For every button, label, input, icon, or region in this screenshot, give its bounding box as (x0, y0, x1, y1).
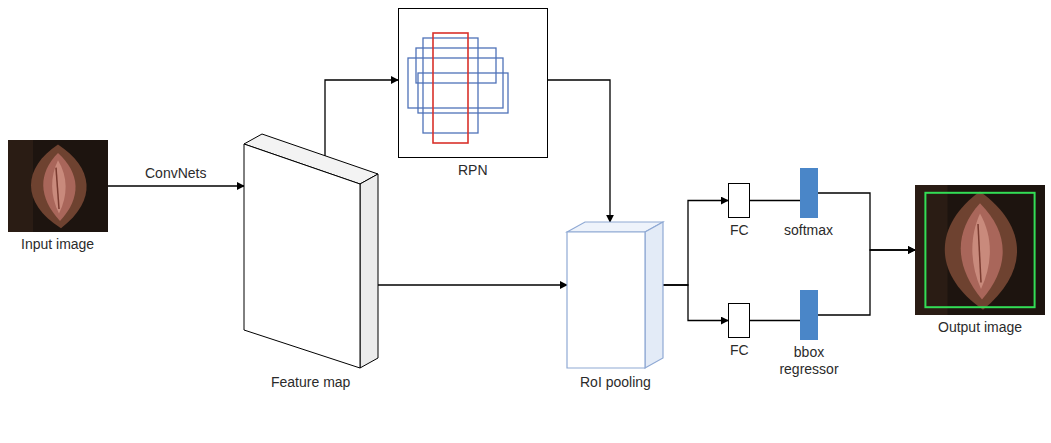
connector (663, 285, 728, 321)
connector (750, 200, 800, 201)
connector (818, 250, 915, 315)
connector (325, 80, 398, 156)
connector (378, 284, 567, 285)
fc-layer-box (728, 183, 750, 218)
node-label: softmax (784, 222, 833, 239)
fc-box-art (728, 303, 750, 338)
input-image-node (8, 140, 108, 232)
photo-illustration (915, 185, 1045, 315)
output-bar-art (800, 168, 818, 218)
output-image-node (915, 185, 1045, 315)
feature-map-block (242, 130, 380, 370)
connector (750, 320, 800, 321)
node-label: FC (730, 342, 749, 359)
node-label: Input image (21, 236, 94, 253)
rpn-box-art (398, 8, 548, 158)
rpn-box (398, 8, 548, 158)
feature-map-slab (242, 130, 380, 370)
node-label: bbox regressor (769, 344, 849, 378)
fc-box-art (728, 183, 750, 218)
node-label: Feature map (271, 374, 350, 391)
connector (548, 80, 610, 222)
connector (663, 201, 728, 286)
node-label: RPN (458, 162, 488, 179)
bbox-regressor-bar (800, 290, 818, 340)
photo-illustration (8, 140, 108, 232)
node-label: FC (730, 222, 749, 239)
output-bar-art (800, 290, 818, 340)
connector (818, 193, 915, 250)
roi-pooling-slab (565, 220, 665, 370)
node-label: Output image (938, 319, 1022, 336)
softmax-bar (800, 168, 818, 218)
fc-layer-box (728, 303, 750, 338)
edge-label: ConvNets (143, 165, 208, 181)
connector (108, 185, 244, 186)
roi-pooling-block (565, 220, 665, 370)
node-label: RoI pooling (580, 374, 651, 391)
